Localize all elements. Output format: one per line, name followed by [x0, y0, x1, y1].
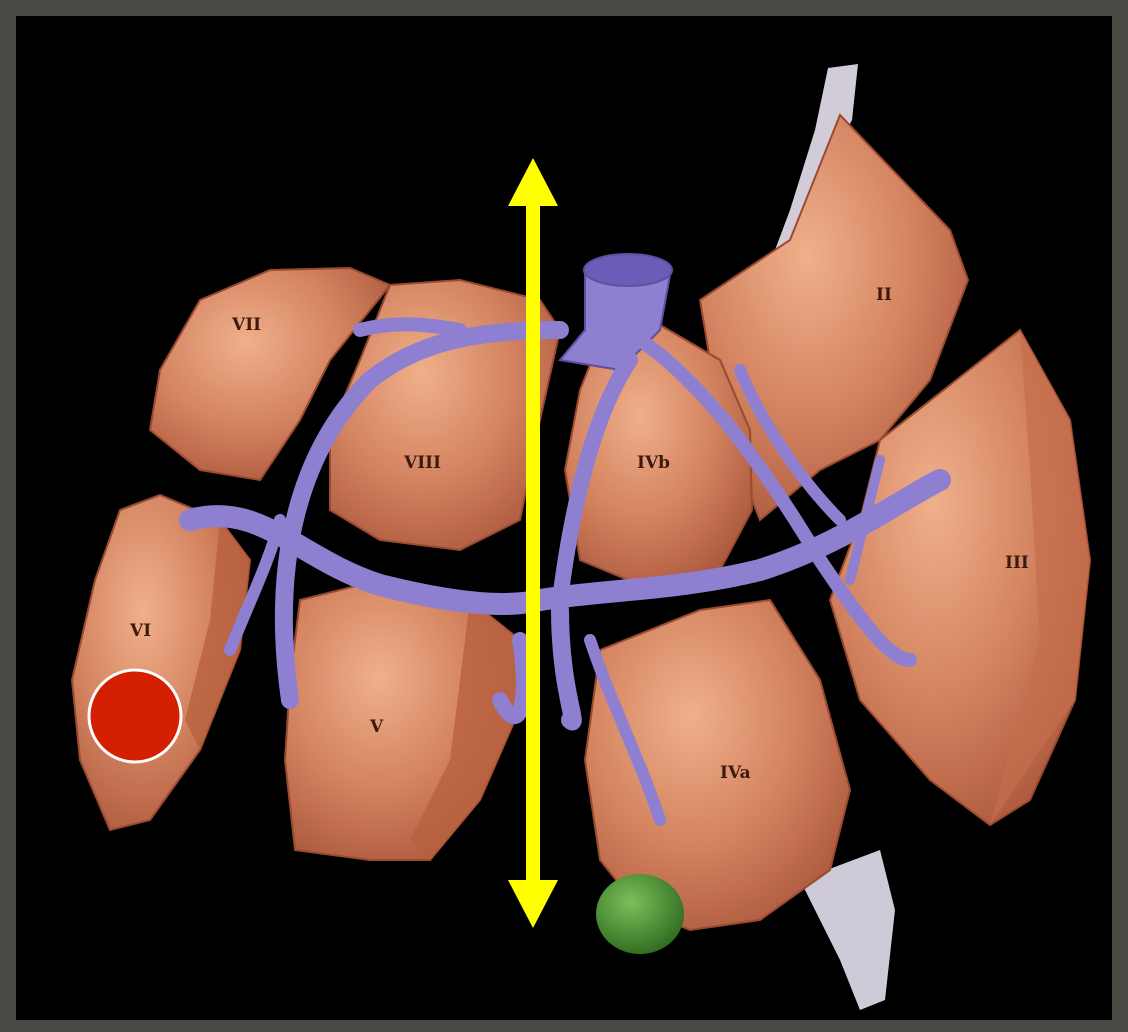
vena-cava-opening [584, 254, 672, 286]
label-segment-iii: III [1005, 553, 1029, 573]
label-segment-vi: VI [129, 621, 151, 641]
label-segment-v: V [369, 717, 384, 737]
red-marker [89, 670, 181, 762]
label-segment-vii: VII [231, 315, 261, 335]
label-segment-iva: IVa [720, 763, 751, 783]
label-segment-ii: II [876, 285, 892, 305]
segment-viii [330, 280, 560, 550]
gallbladder [596, 874, 684, 954]
label-segment-ivb: IVb [637, 453, 670, 473]
vertical-double-arrow [508, 158, 558, 928]
label-segment-viii: VIII [403, 453, 441, 473]
